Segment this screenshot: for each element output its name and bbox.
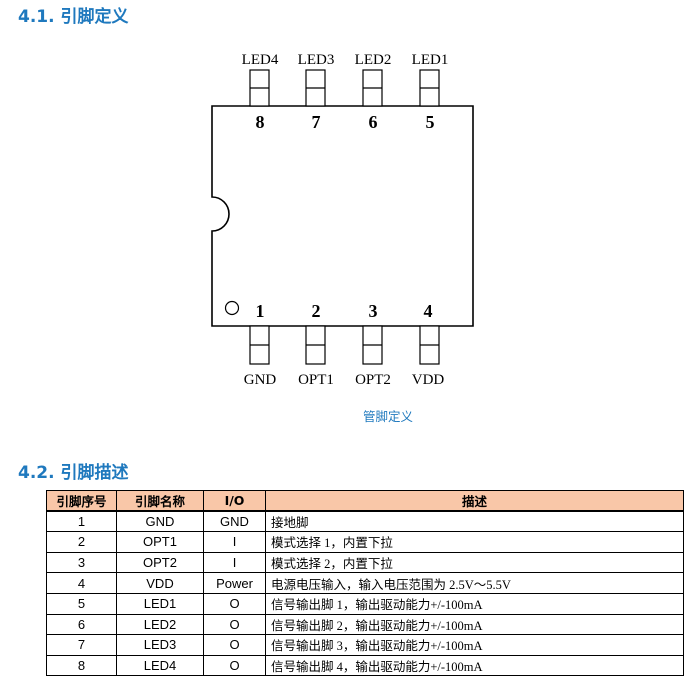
cell-io: I xyxy=(203,551,266,574)
pin-label-led2: LED2 xyxy=(355,52,392,68)
bottom-pin-4: 4 VDD xyxy=(412,301,445,388)
header-pin-number: 引脚序号 xyxy=(46,490,117,512)
top-pin-7: LED3 7 xyxy=(298,52,335,132)
cell-io: I xyxy=(203,531,266,553)
bottom-pin-1: 1 GND xyxy=(244,301,277,388)
cell-description: 信号输出脚 1，输出驱动能力+/-100mA xyxy=(265,592,684,615)
cell-pin-number: 5 xyxy=(46,592,117,615)
chip-pinout-diagram: LED4 8 LED3 7 LED2 6 LED1 5 1 GND 2 OPT1… xyxy=(211,52,474,424)
cell-pin-number: 7 xyxy=(46,634,117,656)
pin-number-1: 1 xyxy=(256,301,265,321)
pin-label-opt2: OPT2 xyxy=(355,372,391,388)
pin1-marker xyxy=(224,300,240,316)
table-row: 6 LED2 O 信号输出脚 2，输出驱动能力+/-100mA xyxy=(46,613,684,636)
cell-io: O xyxy=(203,654,266,677)
cell-pin-name: OPT2 xyxy=(116,551,204,574)
section-title-pin-definition: 4.1. 引脚定义 xyxy=(18,7,129,27)
pin-label-led3: LED3 xyxy=(298,52,335,68)
cell-pin-number: 4 xyxy=(46,572,117,594)
pin-number-3: 3 xyxy=(369,301,378,321)
chip-body xyxy=(211,105,474,327)
cell-pin-name: LED2 xyxy=(116,613,204,636)
cell-pin-name: LED1 xyxy=(116,592,204,615)
cell-io: O xyxy=(203,613,266,636)
pin-number-6: 6 xyxy=(369,112,378,132)
cell-io: Power xyxy=(203,572,266,594)
cell-pin-name: OPT1 xyxy=(116,531,204,553)
cell-io: O xyxy=(203,592,266,615)
pin-label-opt1: OPT1 xyxy=(298,372,334,388)
cell-pin-number: 6 xyxy=(46,613,117,636)
header-description: 描述 xyxy=(265,490,684,512)
section-title-pin-description: 4.2. 引脚描述 xyxy=(18,463,129,483)
pin-label-led4: LED4 xyxy=(242,52,279,68)
bottom-pin-2: 2 OPT1 xyxy=(298,301,334,388)
top-pin-8: LED4 8 xyxy=(242,52,279,132)
table-row: 7 LED3 O 信号输出脚 3，输出驱动能力+/-100mA xyxy=(46,634,684,656)
header-io: I/O xyxy=(203,490,266,512)
table-row: 3 OPT2 I 模式选择 2，内置下拉 xyxy=(46,551,684,574)
cell-description: 信号输出脚 3，输出驱动能力+/-100mA xyxy=(265,634,684,656)
top-pin-6: LED2 6 xyxy=(355,52,392,132)
cell-pin-number: 1 xyxy=(46,510,117,533)
cell-pin-name: LED3 xyxy=(116,634,204,656)
table-header-row: 引脚序号 引脚名称 I/O 描述 xyxy=(46,490,684,512)
cell-pin-number: 8 xyxy=(46,654,117,677)
cell-io: GND xyxy=(203,510,266,533)
header-pin-name: 引脚名称 xyxy=(116,490,204,512)
top-pin-5: LED1 5 xyxy=(412,52,449,132)
cell-pin-number: 3 xyxy=(46,551,117,574)
table-row: 2 OPT1 I 模式选择 1，内置下拉 xyxy=(46,531,684,553)
cell-description: 模式选择 2，内置下拉 xyxy=(265,551,684,574)
diagram-caption: 管脚定义 xyxy=(363,409,414,424)
pin-label-gnd: GND xyxy=(244,372,277,388)
cell-description: 接地脚 xyxy=(265,510,684,533)
pin-number-2: 2 xyxy=(312,301,321,321)
table-row: 8 LED4 O 信号输出脚 4，输出驱动能力+/-100mA xyxy=(46,654,684,677)
bottom-pin-3: 3 OPT2 xyxy=(355,301,391,388)
cell-io: O xyxy=(203,634,266,656)
table-row: 5 LED1 O 信号输出脚 1，输出驱动能力+/-100mA xyxy=(46,592,684,615)
pin-label-led1: LED1 xyxy=(412,52,449,68)
pin-description-table: 引脚序号 引脚名称 I/O 描述 1 GND GND 接地脚 2 OPT1 I … xyxy=(46,490,684,677)
cell-description: 电源电压输入，输入电压范围为 2.5V～5.5V xyxy=(265,572,684,594)
cell-description: 信号输出脚 2，输出驱动能力+/-100mA xyxy=(265,613,684,636)
cell-description: 信号输出脚 4，输出驱动能力+/-100mA xyxy=(265,654,684,677)
table-row: 4 VDD Power 电源电压输入，输入电压范围为 2.5V～5.5V xyxy=(46,572,684,594)
cell-pin-name: GND xyxy=(116,510,204,533)
pin-number-4: 4 xyxy=(424,301,433,321)
pin-number-5: 5 xyxy=(426,112,435,132)
pin-label-vdd: VDD xyxy=(412,372,445,388)
table-row: 1 GND GND 接地脚 xyxy=(46,510,684,533)
pin-number-7: 7 xyxy=(312,112,321,132)
cell-pin-name: LED4 xyxy=(116,654,204,677)
cell-pin-number: 2 xyxy=(46,531,117,553)
cell-description: 模式选择 1，内置下拉 xyxy=(265,531,684,553)
pin-number-8: 8 xyxy=(256,112,265,132)
cell-pin-name: VDD xyxy=(116,572,204,594)
